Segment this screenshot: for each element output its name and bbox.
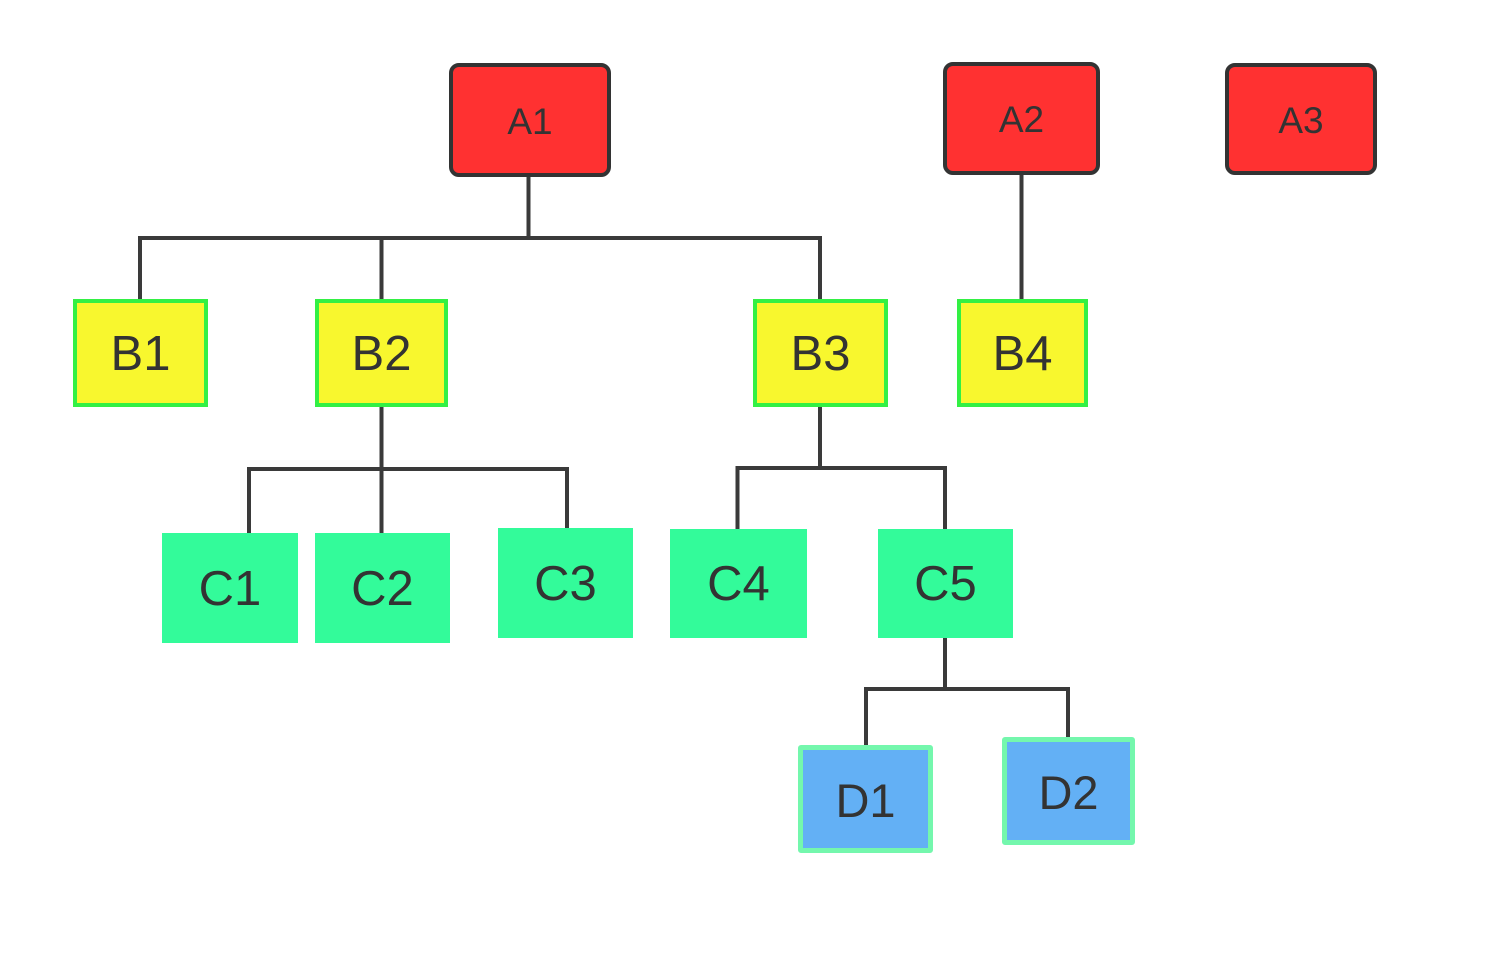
node-b3: B3 xyxy=(753,299,888,407)
node-c5: C5 xyxy=(878,529,1013,638)
edge-a1-children xyxy=(138,175,822,302)
node-b4: B4 xyxy=(957,299,1088,407)
node-c2-label: C2 xyxy=(351,561,414,616)
edge-b3-children xyxy=(735,405,947,532)
node-b3-label: B3 xyxy=(790,326,851,381)
node-a1: A1 xyxy=(449,63,611,177)
node-b1-label: B1 xyxy=(110,326,171,381)
node-a2-label: A2 xyxy=(998,99,1045,140)
node-a1-label: A1 xyxy=(507,100,553,142)
node-a3: A3 xyxy=(1225,63,1377,175)
node-c4-label: C4 xyxy=(707,557,770,611)
node-b2-label: B2 xyxy=(351,326,412,381)
node-a3-label: A3 xyxy=(1278,99,1324,141)
node-a2: A2 xyxy=(943,62,1100,175)
edge-b2-children xyxy=(247,405,569,536)
node-c3-label: C3 xyxy=(534,556,597,611)
node-d2-label: D2 xyxy=(1038,765,1099,819)
node-d2: D2 xyxy=(1002,737,1135,845)
node-d1-label: D1 xyxy=(835,773,896,827)
node-b4-label: B4 xyxy=(992,326,1053,381)
node-c3: C3 xyxy=(498,528,633,638)
node-c4: C4 xyxy=(670,529,807,638)
node-c5-label: C5 xyxy=(914,557,977,611)
node-c1-label: C1 xyxy=(198,561,262,616)
node-b1: B1 xyxy=(73,299,208,407)
node-d1: D1 xyxy=(798,745,933,853)
node-c2: C2 xyxy=(315,533,450,643)
node-c1: C1 xyxy=(162,533,298,643)
edge-c5-children xyxy=(864,636,1070,748)
node-b2: B2 xyxy=(315,299,448,407)
